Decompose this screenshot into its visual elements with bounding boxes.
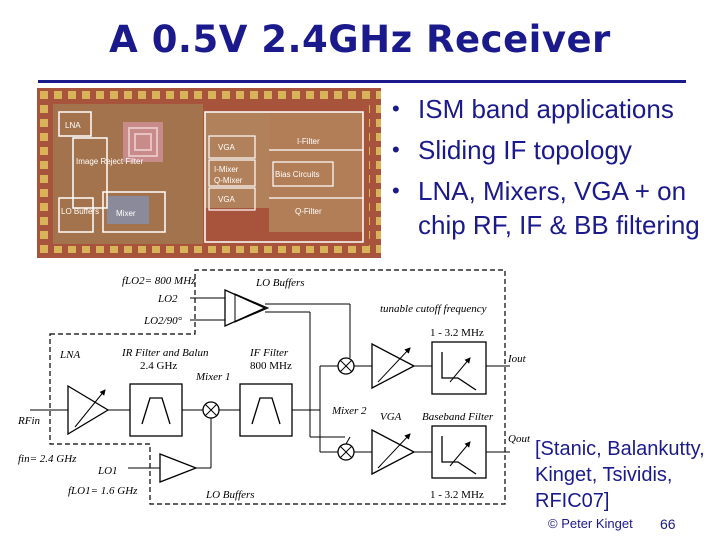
fin-label: fin= 2.4 GHz xyxy=(18,453,77,465)
title-divider xyxy=(38,80,686,83)
baseband-filter-i-block xyxy=(431,341,487,395)
bullet-item: • Sliding IF topology xyxy=(392,133,712,167)
lo2-90-label: LO2/90° xyxy=(143,315,183,327)
lo1-label: LO1 xyxy=(97,465,118,477)
citation: [Stanic, Balankutty, Kinget, Tsividis, R… xyxy=(535,438,705,512)
chip-label-lo-buffers: LO Buffers xyxy=(61,207,99,216)
lna-label: LNA xyxy=(59,349,80,361)
slide-title: A 0.5V 2.4GHz Receiver xyxy=(109,18,611,61)
chip-boundary xyxy=(49,269,506,505)
baseband-filter-label: Baseband Filter xyxy=(422,411,494,423)
bullet-list: • ISM band applications • Sliding IF topol… xyxy=(392,92,712,249)
page-number: 66 xyxy=(660,516,676,532)
bullet-text: ISM band applications xyxy=(418,94,674,124)
ir-filter-block xyxy=(129,383,183,437)
chip-label-q-filter: Q-Filter xyxy=(295,207,322,216)
mixer1-label: Mixer 1 xyxy=(195,371,231,383)
bullet-text: LNA, Mixers, VGA + on chip RF, IF & BB f… xyxy=(418,176,700,240)
tunable-cutoff-label: tunable cutoff frequency xyxy=(380,303,487,315)
bullet-dot-icon: • xyxy=(392,96,400,121)
ir-freq-label: 2.4 GHz xyxy=(140,360,177,372)
iout-label: Iout xyxy=(507,353,527,365)
lo-buffers-bottom-label: LO Buffers xyxy=(205,489,255,501)
ir-filter-label: IR Filter and Balun xyxy=(121,347,209,359)
if-filter-block xyxy=(239,383,293,437)
chip-label-vga-bottom: VGA xyxy=(218,195,236,204)
lo-buffer-bottom xyxy=(159,453,198,483)
bullet-dot-icon: • xyxy=(392,137,400,162)
chip-label-image-reject-filter: Image Reject Filter xyxy=(76,157,143,166)
bullet-dot-icon: • xyxy=(392,178,400,203)
bullet-text: Sliding IF topology xyxy=(418,135,632,165)
vga-label: VGA xyxy=(380,411,402,423)
baseband-filter-q-block xyxy=(431,425,487,479)
chip-label-lna: LNA xyxy=(65,121,81,130)
vga-i-amplifier xyxy=(371,342,416,390)
rfin-label: RFin xyxy=(17,415,40,427)
chip-label-q-mixer: Q-Mixer xyxy=(214,176,243,185)
chip-layout-drawing: LNA Image Reject Filter LO Buffers Mixer… xyxy=(37,88,381,258)
lo-buffer-top-2 xyxy=(234,293,270,323)
bullet-item: • LNA, Mixers, VGA + on chip RF, IF & BB … xyxy=(392,174,712,242)
chip-label-i-mixer: I-Mixer xyxy=(214,165,239,174)
flo2-label: fLO2= 800 MHz xyxy=(122,275,196,287)
vga-q-amplifier xyxy=(371,428,416,476)
lna-amplifier xyxy=(67,384,110,436)
lo-buffer-top xyxy=(224,288,267,328)
range-top-label: 1 - 3.2 MHz xyxy=(430,327,484,339)
lo2-label: LO2 xyxy=(157,293,178,305)
chip-label-mixer: Mixer xyxy=(116,209,136,218)
receiver-block-diagram: fLO2= 800 MHz LO2 LO2/90° LO Buffers tun… xyxy=(17,269,530,505)
mixer2-label: Mixer 2 xyxy=(331,405,367,417)
chip-micrograph: LNA Image Reject Filter LO Buffers Mixer… xyxy=(37,88,381,258)
flo1-label: fLO1= 1.6 GHz xyxy=(68,485,138,497)
chip-label-i-filter: I-Filter xyxy=(297,137,320,146)
chip-label-bias-circuits: Bias Circuits xyxy=(275,170,319,179)
qout-label: Qout xyxy=(508,433,530,445)
lo-buffers-top-label: LO Buffers xyxy=(255,277,305,289)
range-bottom-label: 1 - 3.2 MHz xyxy=(430,489,484,501)
copyright: © Peter Kinget xyxy=(548,516,633,531)
bullet-item: • ISM band applications xyxy=(392,92,712,126)
if-filter-label: IF Filter xyxy=(249,347,289,359)
chip-label-vga-top: VGA xyxy=(218,143,236,152)
if-freq-label: 800 MHz xyxy=(250,360,292,372)
